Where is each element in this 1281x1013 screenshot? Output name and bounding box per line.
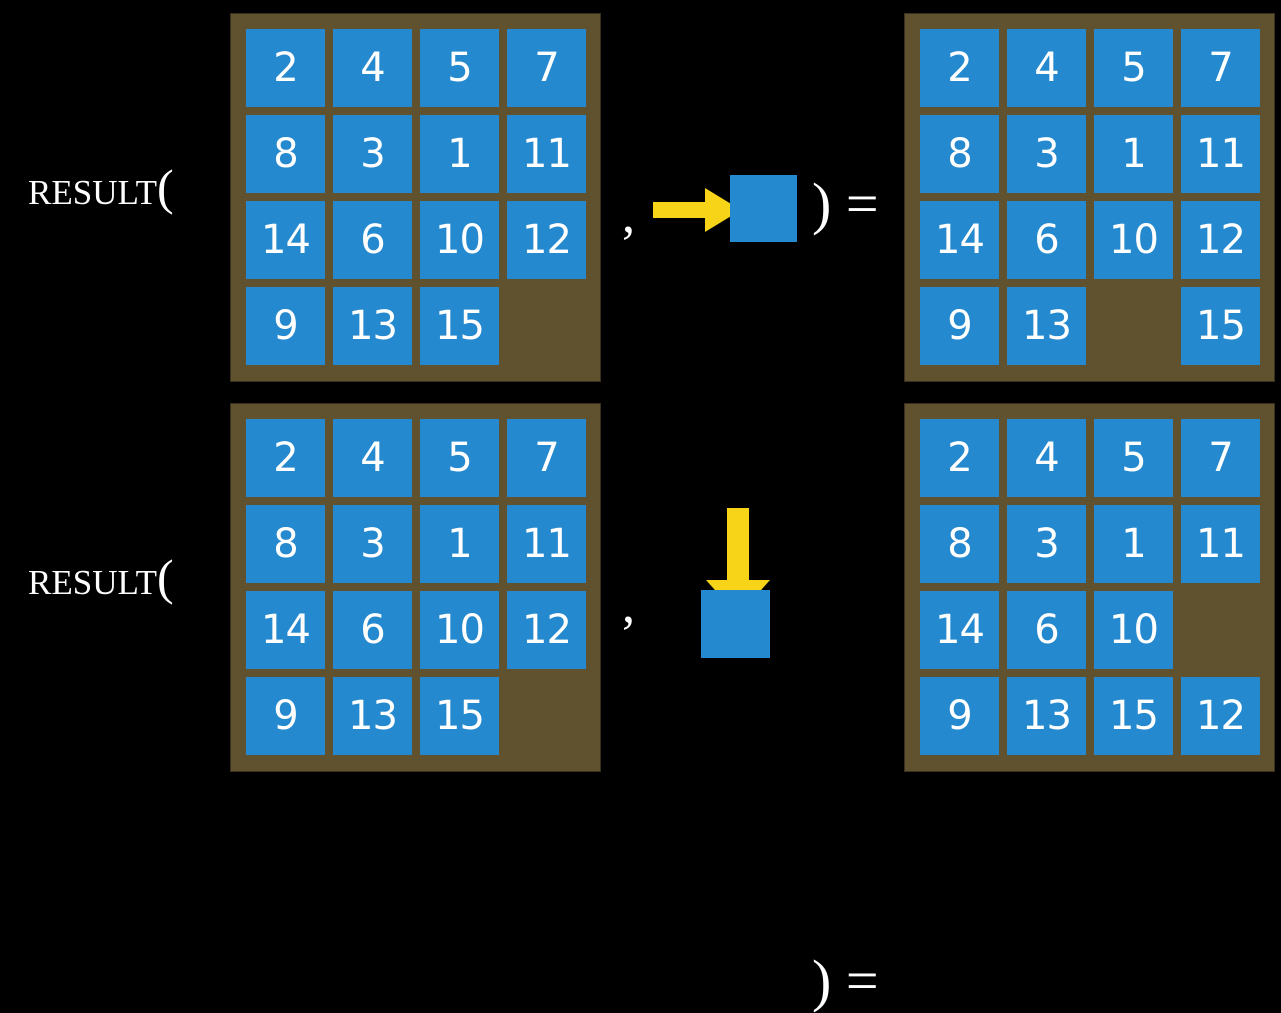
tile[interactable]: 3 — [1007, 505, 1086, 583]
output-grid-top: 2 4 5 7 8 3 1 11 14 6 10 12 9 13 15 — [920, 29, 1260, 366]
tile[interactable]: 14 — [920, 591, 999, 669]
tile[interactable]: 14 — [920, 201, 999, 279]
empty-slot[interactable] — [507, 287, 586, 365]
tile[interactable]: 12 — [1181, 677, 1260, 755]
tile[interactable]: 3 — [333, 115, 412, 193]
tile[interactable]: 10 — [420, 591, 499, 669]
empty-slot[interactable] — [1094, 287, 1173, 365]
tile[interactable]: 1 — [420, 115, 499, 193]
empty-slot[interactable] — [507, 677, 586, 755]
tile[interactable]: 13 — [1007, 287, 1086, 365]
moving-tile-top[interactable] — [730, 175, 797, 242]
result-function-label-bottom: Result( — [28, 549, 174, 605]
equation-row-bottom: Result( 2 4 5 7 8 3 1 11 14 6 10 12 9 13… — [0, 390, 1281, 1010]
tile[interactable]: 3 — [1007, 115, 1086, 193]
tile[interactable]: 6 — [1007, 201, 1086, 279]
tile[interactable]: 3 — [333, 505, 412, 583]
tile[interactable]: 14 — [246, 201, 325, 279]
tile[interactable]: 12 — [507, 201, 586, 279]
empty-slot[interactable] — [1181, 591, 1260, 669]
tile[interactable]: 7 — [507, 419, 586, 497]
tile[interactable]: 7 — [507, 29, 586, 107]
equation-row-top: Result( 2 4 5 7 8 3 1 11 14 6 10 12 9 13… — [0, 0, 1281, 390]
tile[interactable]: 2 — [246, 419, 325, 497]
tile[interactable]: 4 — [333, 419, 412, 497]
tile[interactable]: 4 — [1007, 29, 1086, 107]
argument-separator-top: , — [622, 187, 635, 244]
tile[interactable]: 2 — [920, 419, 999, 497]
tile[interactable]: 9 — [246, 287, 325, 365]
tile[interactable]: 15 — [1181, 287, 1260, 365]
tile[interactable]: 5 — [1094, 419, 1173, 497]
tile[interactable]: 7 — [1181, 29, 1260, 107]
tile[interactable]: 8 — [920, 115, 999, 193]
tile[interactable]: 13 — [1007, 677, 1086, 755]
input-grid-bottom: 2 4 5 7 8 3 1 11 14 6 10 12 9 13 15 — [246, 419, 586, 756]
output-grid-frame-bottom: 2 4 5 7 8 3 1 11 14 6 10 9 13 15 12 — [905, 404, 1274, 771]
close-paren-equals-top: ) = — [812, 171, 879, 236]
tile[interactable]: 10 — [1094, 591, 1173, 669]
tile[interactable]: 15 — [1094, 677, 1173, 755]
input-grid-top: 2 4 5 7 8 3 1 11 14 6 10 12 9 13 15 — [246, 29, 586, 366]
tile[interactable]: 5 — [420, 419, 499, 497]
moving-tile-bottom[interactable] — [701, 590, 770, 658]
tile[interactable]: 13 — [333, 677, 412, 755]
tile[interactable]: 8 — [246, 115, 325, 193]
tile[interactable]: 6 — [333, 201, 412, 279]
tile[interactable]: 12 — [1181, 201, 1260, 279]
output-grid-bottom: 2 4 5 7 8 3 1 11 14 6 10 9 13 15 12 — [920, 419, 1260, 756]
tile[interactable]: 4 — [1007, 419, 1086, 497]
tile[interactable]: 11 — [1181, 505, 1260, 583]
input-grid-frame-top: 2 4 5 7 8 3 1 11 14 6 10 12 9 13 15 — [231, 14, 600, 381]
input-grid-frame-bottom: 2 4 5 7 8 3 1 11 14 6 10 12 9 13 15 — [231, 404, 600, 771]
tile[interactable]: 10 — [420, 201, 499, 279]
tile[interactable]: 14 — [246, 591, 325, 669]
tile[interactable]: 5 — [1094, 29, 1173, 107]
output-grid-frame-top: 2 4 5 7 8 3 1 11 14 6 10 12 9 13 15 — [905, 14, 1274, 381]
argument-separator-bottom: , — [622, 577, 635, 634]
tile[interactable]: 15 — [420, 287, 499, 365]
arrow-down-icon — [706, 508, 770, 616]
tile[interactable]: 9 — [246, 677, 325, 755]
tile[interactable]: 11 — [507, 505, 586, 583]
tile[interactable]: 1 — [420, 505, 499, 583]
tile[interactable]: 2 — [246, 29, 325, 107]
tile[interactable]: 6 — [1007, 591, 1086, 669]
tile[interactable]: 4 — [333, 29, 412, 107]
close-paren-equals-bottom: ) = — [812, 948, 879, 1013]
arrow-right-icon — [653, 188, 741, 232]
tile[interactable]: 8 — [920, 505, 999, 583]
tile[interactable]: 9 — [920, 677, 999, 755]
result-function-label-top: Result( — [28, 159, 174, 215]
tile[interactable]: 10 — [1094, 201, 1173, 279]
tile[interactable]: 11 — [507, 115, 586, 193]
tile[interactable]: 1 — [1094, 505, 1173, 583]
tile[interactable]: 7 — [1181, 419, 1260, 497]
tile[interactable]: 13 — [333, 287, 412, 365]
tile[interactable]: 9 — [920, 287, 999, 365]
tile[interactable]: 1 — [1094, 115, 1173, 193]
tile[interactable]: 11 — [1181, 115, 1260, 193]
tile[interactable]: 5 — [420, 29, 499, 107]
tile[interactable]: 12 — [507, 591, 586, 669]
tile[interactable]: 15 — [420, 677, 499, 755]
tile[interactable]: 8 — [246, 505, 325, 583]
tile[interactable]: 6 — [333, 591, 412, 669]
tile[interactable]: 2 — [920, 29, 999, 107]
